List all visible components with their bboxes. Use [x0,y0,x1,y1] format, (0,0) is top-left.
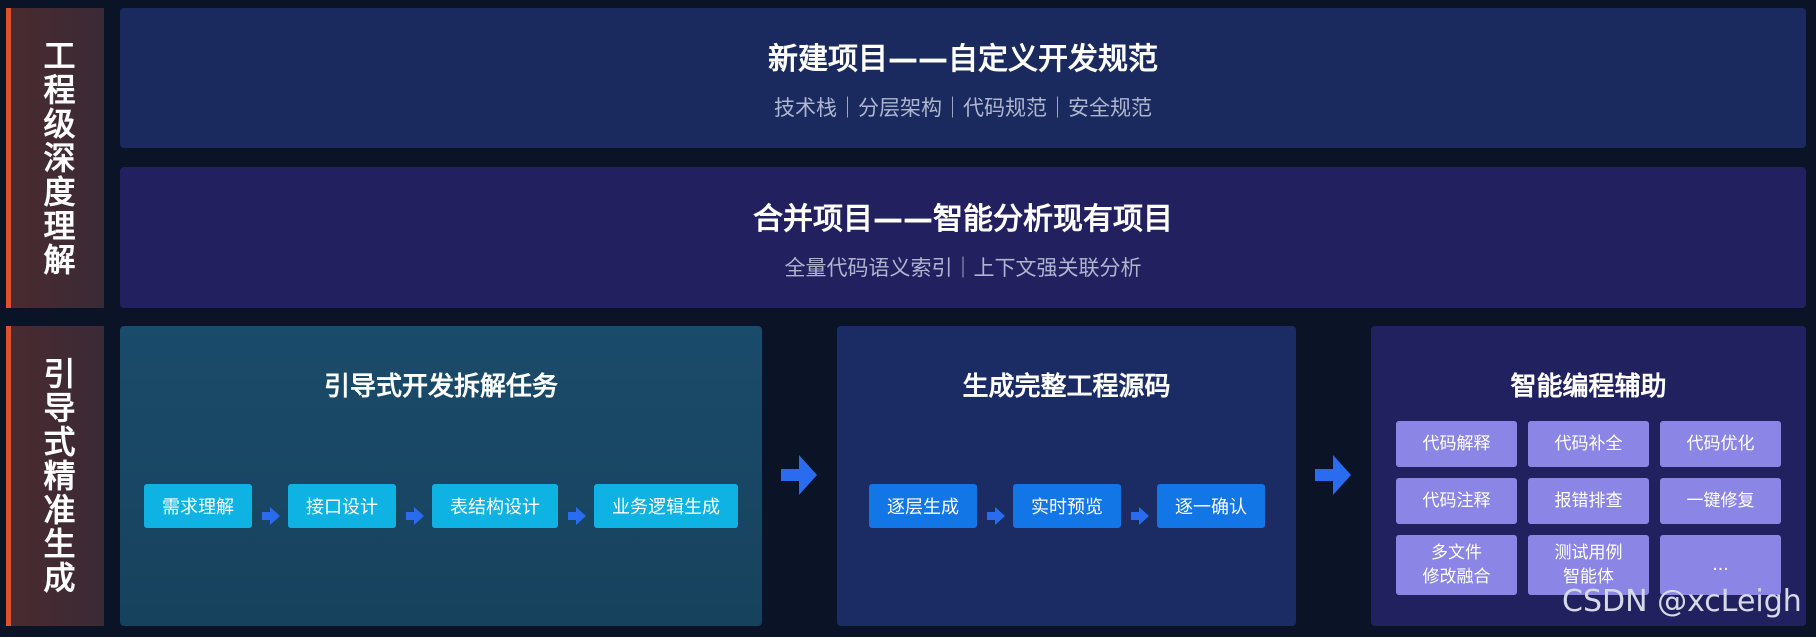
arrow-right-icon [262,507,280,525]
assist-item-more: ... [1660,535,1781,595]
assist-item-complete: 代码补全 [1528,421,1649,467]
assist-item-optimize: 代码优化 [1660,421,1781,467]
banner-new-project-title: 新建项目——自定义开发规范 [768,42,1158,77]
banner-merge-project-subtitle: 全量代码语义索引｜上下文强关联分析 [784,255,1142,280]
step-confirm: 逐一确认 [1157,484,1265,528]
assist-item-debug: 报错排查 [1528,478,1649,524]
panel-generate-source: 生成完整工程源码 逐层生成 实时预览 逐一确认 [837,326,1296,626]
banner-merge-project: 合并项目——智能分析现有项目 全量代码语义索引｜上下文强关联分析 [120,167,1806,308]
side-label-understanding: 工程级深度理解 [6,8,104,308]
step-interface: 接口设计 [288,484,396,528]
arrow-right-icon [406,507,424,525]
assist-item-testcase: 测试用例 智能体 [1528,535,1649,595]
banner-new-project-subtitle: 技术栈｜分层架构｜代码规范｜安全规范 [774,96,1152,120]
arrow-right-icon [568,507,586,525]
arrow-right-icon [781,455,817,495]
side-label-generation-text: 引导式精准生成 [38,357,77,595]
step-table: 表结构设计 [432,484,558,528]
panel-guided-breakdown: 引导式开发拆解任务 需求理解 接口设计 表结构设计 业务逻辑生成 [120,326,762,626]
arrow-right-icon [1315,455,1351,495]
panel-generate-title: 生成完整工程源码 [962,372,1171,402]
arrow-right-icon [1131,507,1149,525]
watermark: CSDN @xcLeigh [1562,584,1802,619]
banner-merge-project-title: 合并项目——智能分析现有项目 [753,201,1173,237]
side-label-understanding-text: 工程级深度理解 [38,39,77,277]
side-label-generation: 引导式精准生成 [6,326,104,626]
assist-item-multifile: 多文件 修改融合 [1396,535,1517,595]
banner-new-project: 新建项目——自定义开发规范 技术栈｜分层架构｜代码规范｜安全规范 [120,8,1806,148]
panel-guided-title: 引导式开发拆解任务 [323,372,558,402]
assist-item-fix: 一键修复 [1660,478,1781,524]
step-business-logic: 业务逻辑生成 [594,484,738,528]
panel-assist-title: 智能编程辅助 [1510,372,1667,402]
step-realtime-preview: 实时预览 [1013,484,1121,528]
step-requirement: 需求理解 [144,484,252,528]
arrow-right-icon [987,507,1005,525]
assist-item-explain: 代码解释 [1396,421,1517,467]
assist-item-comment: 代码注释 [1396,478,1517,524]
panel-smart-assist: 智能编程辅助 代码解释 代码补全 代码优化 代码注释 报错排查 一键修复 多文件… [1371,326,1806,626]
step-layered-gen: 逐层生成 [869,484,977,528]
